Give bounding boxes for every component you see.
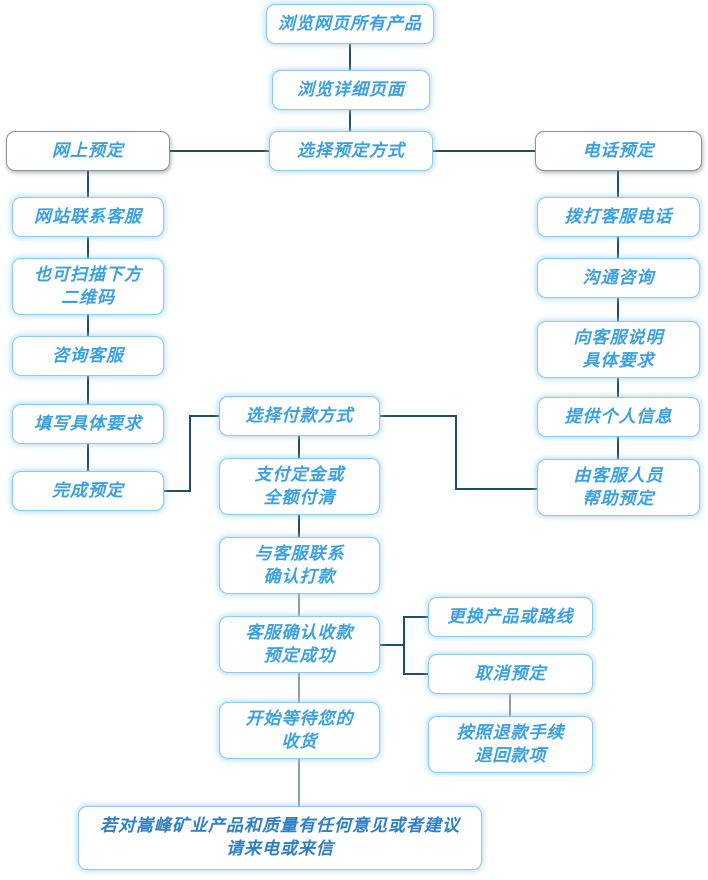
node-confirm-remit[interactable]: 与客服联系 确认打款 xyxy=(219,537,380,594)
node-phone-booking[interactable]: 电话预定 xyxy=(535,131,702,171)
node-online-booking[interactable]: 网上预定 xyxy=(6,131,170,171)
node-fill-request[interactable]: 填写具体要求 xyxy=(12,404,164,444)
node-browse-all[interactable]: 浏览网页所有产品 xyxy=(266,4,434,44)
edge-cs-confirm-paid-fork xyxy=(380,616,428,646)
edge-finish-booking-to-choose-payment xyxy=(164,415,219,492)
node-site-contact[interactable]: 网站联系客服 xyxy=(12,197,164,237)
node-explain-needs[interactable]: 向客服说明 具体要求 xyxy=(537,321,700,378)
edge-choose-payment-to-cs-helps-book xyxy=(380,415,537,490)
node-consult-cs[interactable]: 咨询客服 xyxy=(12,336,164,376)
node-feedback[interactable]: 若对嵩峰矿业产品和质量有任何意见或者建议 请来电或来信 xyxy=(78,806,482,870)
node-provide-info[interactable]: 提供个人信息 xyxy=(537,397,700,437)
node-cancel-booking[interactable]: 取消预定 xyxy=(428,654,593,694)
node-choose-payment[interactable]: 选择付款方式 xyxy=(219,396,380,436)
node-cs-helps-book[interactable]: 由客服人员 帮助预定 xyxy=(537,459,700,516)
node-wait-delivery[interactable]: 开始等待您的 收货 xyxy=(219,702,380,759)
edge-cs-confirm-paid-fork-cancel xyxy=(403,645,428,675)
node-scan-qr[interactable]: 也可扫描下方 二维码 xyxy=(12,258,164,315)
node-browse-detail[interactable]: 浏览详细页面 xyxy=(272,70,430,110)
node-refund-process[interactable]: 按照退款手续 退回款项 xyxy=(428,716,593,773)
node-pay-deposit[interactable]: 支付定金或 全额付清 xyxy=(219,458,380,515)
node-communicate[interactable]: 沟通咨询 xyxy=(537,258,700,298)
node-finish-booking[interactable]: 完成预定 xyxy=(12,471,164,511)
node-choose-method[interactable]: 选择预定方式 xyxy=(269,131,433,171)
node-call-cs[interactable]: 拨打客服电话 xyxy=(537,197,700,237)
node-cs-confirm-paid[interactable]: 客服确认收款 预定成功 xyxy=(219,616,380,673)
node-change-product[interactable]: 更换产品或路线 xyxy=(428,597,593,637)
